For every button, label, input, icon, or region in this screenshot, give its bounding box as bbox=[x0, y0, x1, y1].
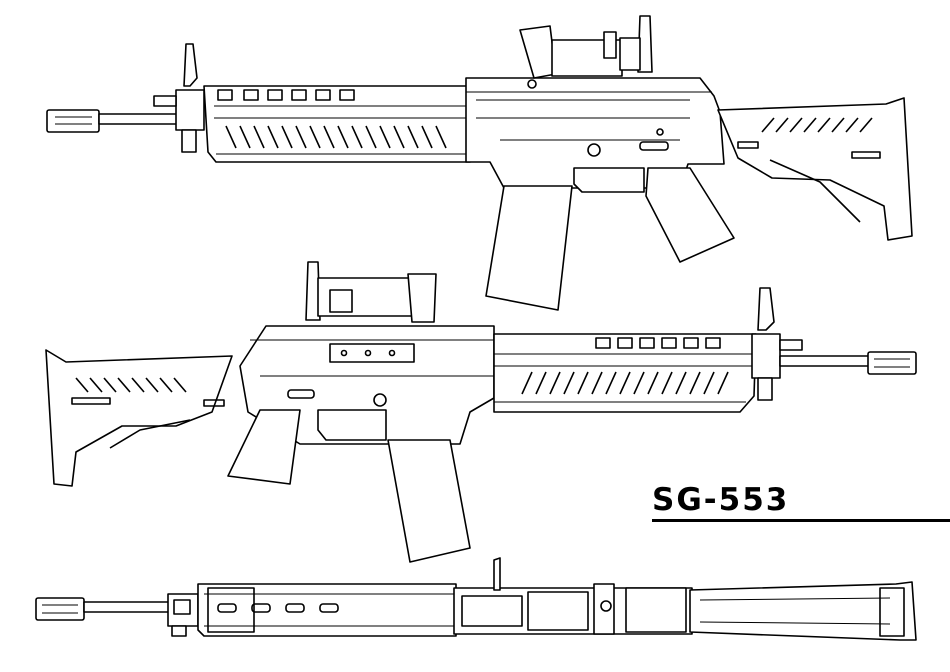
model-title: SG-553 bbox=[652, 482, 790, 518]
front-sight bbox=[153, 43, 205, 153]
handguard bbox=[493, 333, 757, 413]
rifle-side-view-middle bbox=[45, 261, 917, 563]
flash-hider bbox=[35, 597, 85, 621]
receiver bbox=[465, 77, 725, 189]
magazine bbox=[485, 185, 573, 311]
flash-hider bbox=[46, 109, 100, 133]
buttstock bbox=[689, 581, 917, 641]
handguard bbox=[197, 583, 457, 637]
receiver bbox=[453, 557, 693, 635]
handguard bbox=[203, 85, 471, 163]
title-underline bbox=[652, 519, 950, 522]
pistol-grip bbox=[645, 167, 735, 263]
trigger-guard bbox=[317, 409, 387, 441]
pistol-grip bbox=[227, 409, 301, 485]
optic-sight bbox=[305, 261, 437, 323]
barrel bbox=[98, 113, 180, 125]
barrel bbox=[83, 601, 171, 613]
magazine bbox=[387, 439, 471, 563]
trigger-guard bbox=[573, 167, 645, 193]
flash-hider bbox=[867, 351, 917, 375]
front-sight bbox=[751, 287, 803, 401]
rifle-top-view bbox=[35, 557, 917, 641]
optic-sight bbox=[519, 15, 653, 79]
buttstock bbox=[717, 97, 913, 241]
barrel bbox=[779, 355, 871, 367]
front-sight bbox=[167, 593, 199, 637]
buttstock bbox=[45, 349, 233, 487]
rifle-side-view-top bbox=[46, 15, 913, 311]
